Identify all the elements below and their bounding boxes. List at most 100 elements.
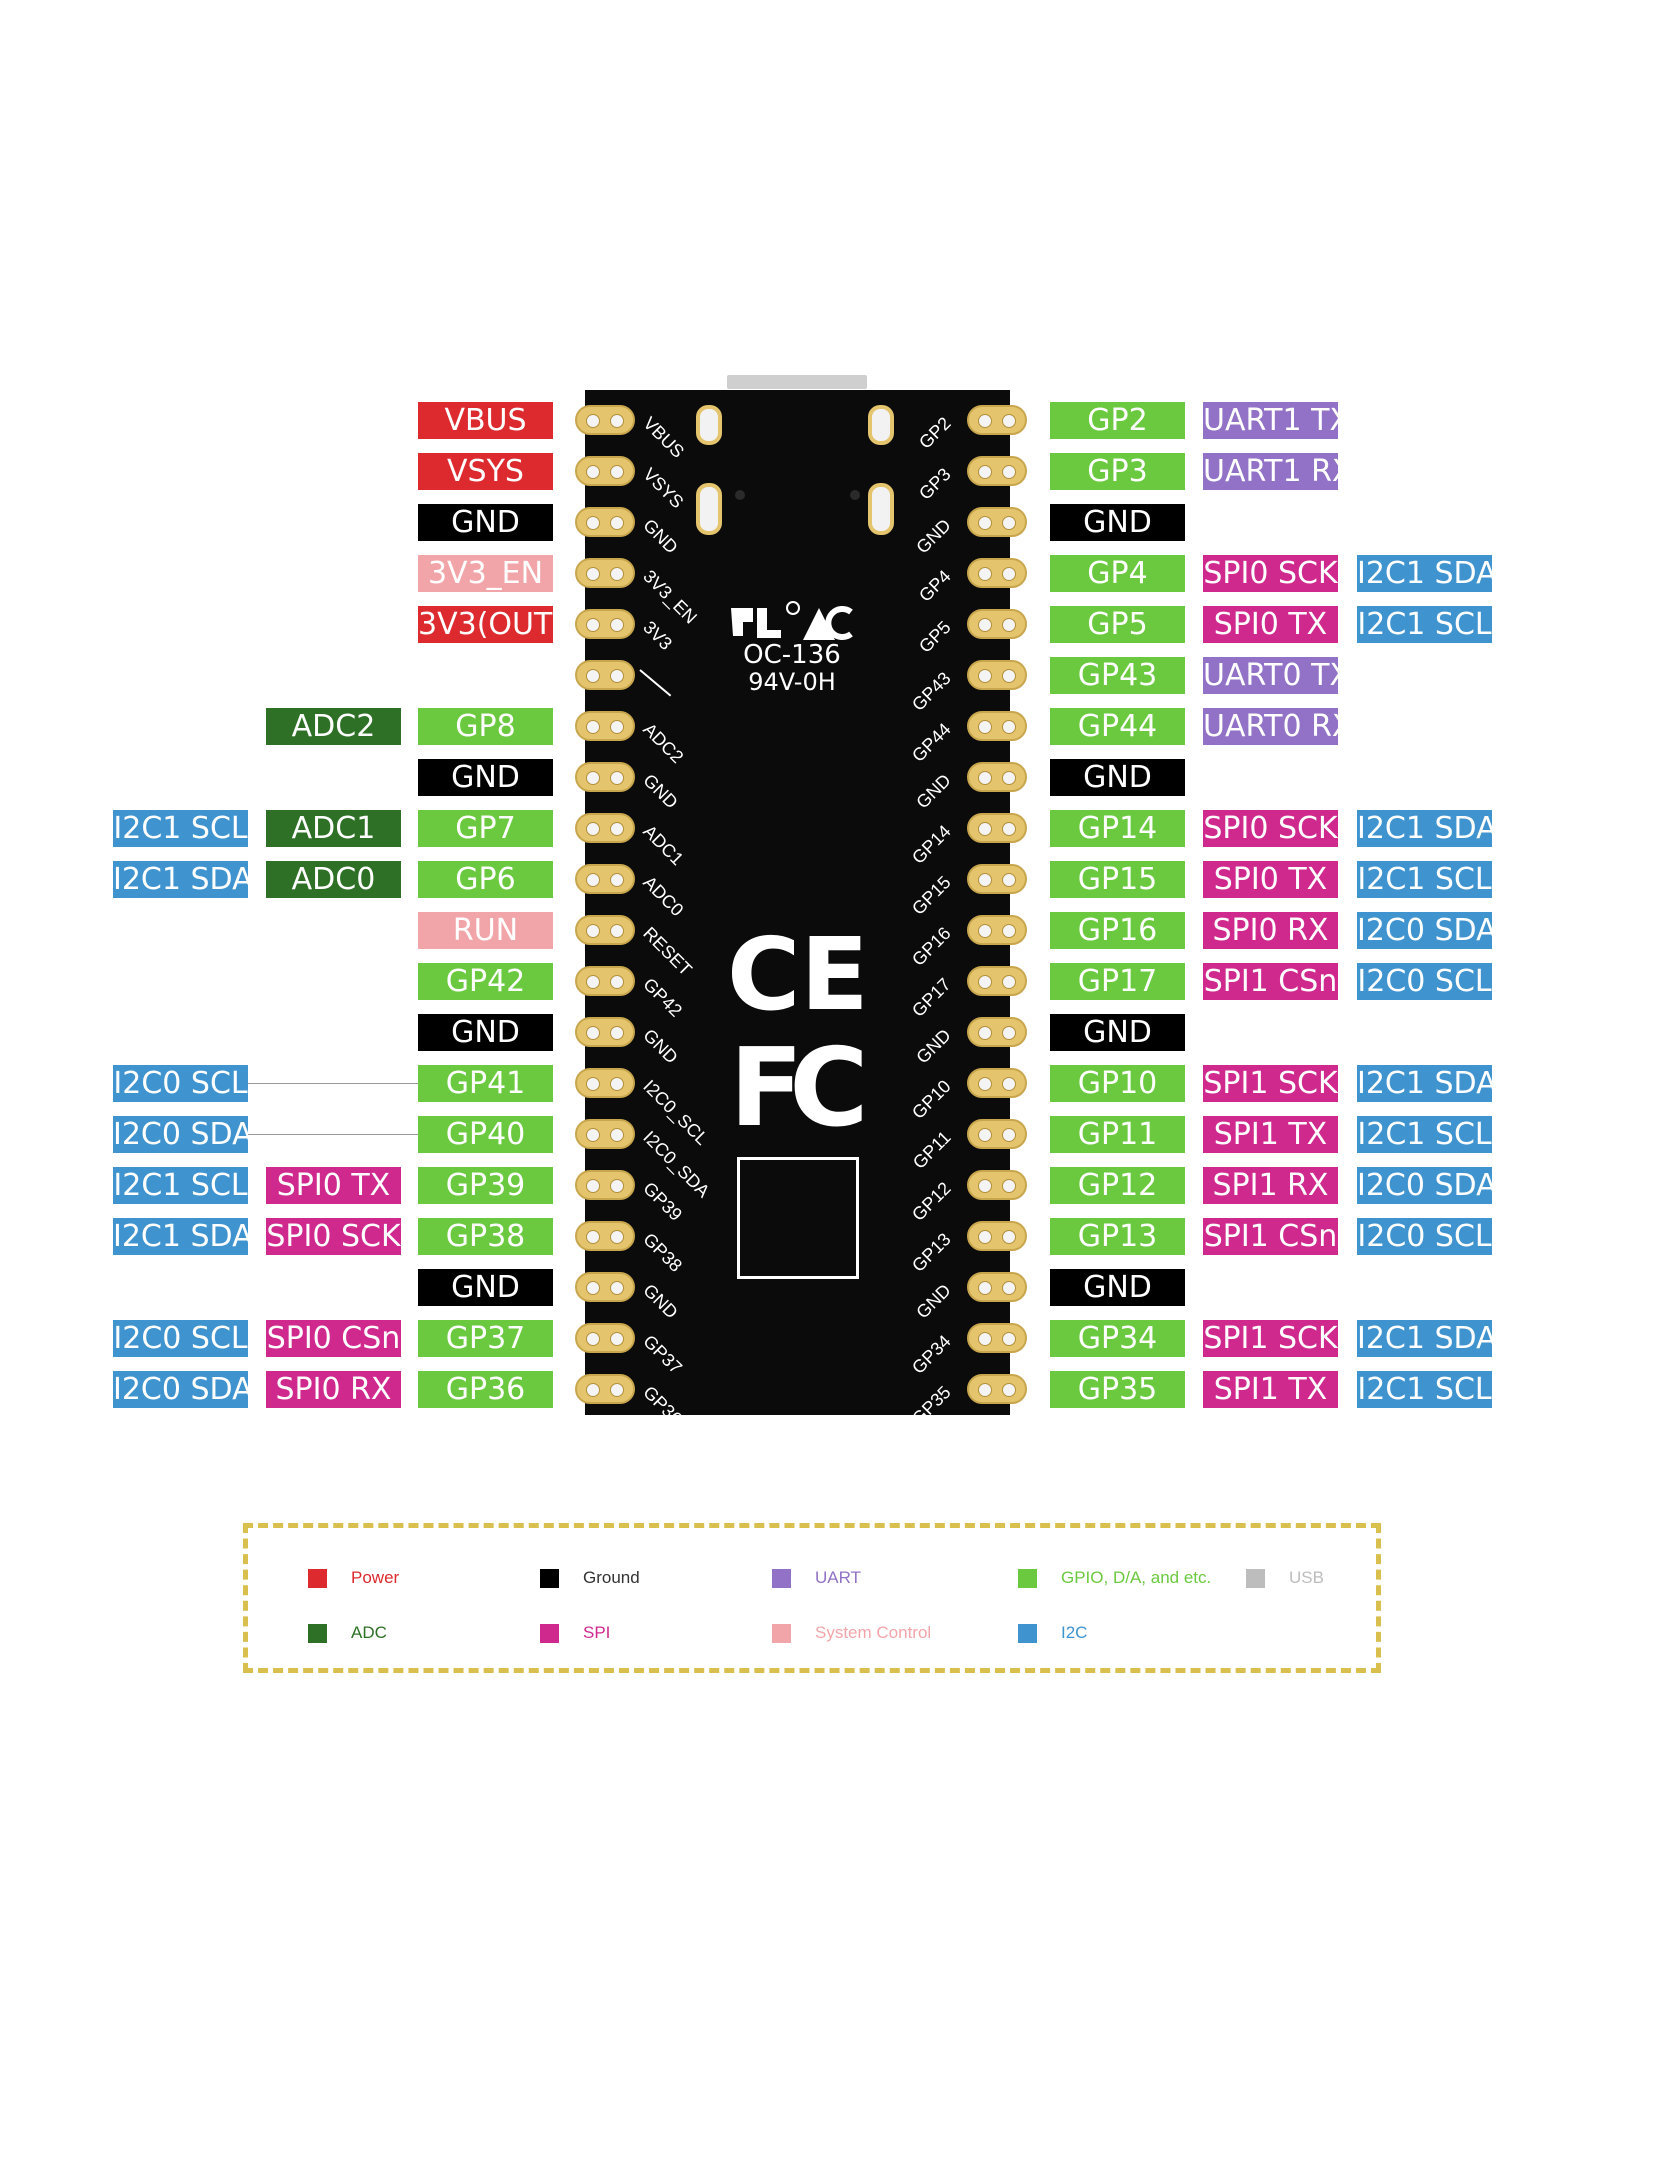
- pin-pad-right-16[interactable]: [967, 1170, 1027, 1200]
- pin-pad-right-9[interactable]: [967, 813, 1027, 843]
- pin-pad-left-3[interactable]: [575, 507, 635, 537]
- pin-label-gp17: GP17: [1050, 963, 1185, 1000]
- pin-pad-right-6[interactable]: [967, 660, 1027, 690]
- pin-label-3v3-out: 3V3(OUT): [418, 606, 553, 643]
- pin-label-gp7: GP7: [418, 810, 553, 847]
- pin-label-gp4: GP4: [1050, 555, 1185, 592]
- pin-pad-left-14[interactable]: [575, 1068, 635, 1098]
- mount-slot-right: [868, 483, 894, 535]
- alt-label-i2c0-scl: I2C0 SCL: [113, 1065, 248, 1102]
- blank-marking-box: [737, 1157, 859, 1279]
- alt-label-spi1-csn: SPI1 CSn: [1203, 1218, 1338, 1255]
- pin-label-gp10: GP10: [1050, 1065, 1185, 1102]
- alt-label-adc0: ADC0: [266, 861, 401, 898]
- pin-pad-left-18[interactable]: [575, 1272, 635, 1302]
- pin-label-gp14: GP14: [1050, 810, 1185, 847]
- alt-label-uart1-rx: UART1 RX: [1203, 453, 1338, 490]
- alt-label-i2c0-sda: I2C0 SDA: [1357, 1167, 1492, 1204]
- pin-label-gp42: GP42: [418, 963, 553, 1000]
- pin-label-gp37: GP37: [418, 1320, 553, 1357]
- pin-label-gp40: GP40: [418, 1116, 553, 1153]
- pin-pad-left-8[interactable]: [575, 762, 635, 792]
- pin-label-run: RUN: [418, 912, 553, 949]
- pin-pad-right-5[interactable]: [967, 609, 1027, 639]
- pin-pad-left-6[interactable]: [575, 660, 635, 690]
- legend-item-spi: SPI: [540, 1623, 610, 1643]
- pin-pad-right-13[interactable]: [967, 1017, 1027, 1047]
- pin-label-gp38: GP38: [418, 1218, 553, 1255]
- pin-pad-left-20[interactable]: [575, 1374, 635, 1404]
- pin-pad-right-4[interactable]: [967, 558, 1027, 588]
- pin-label-gp6: GP6: [418, 861, 553, 898]
- legend-swatch: [1018, 1623, 1037, 1643]
- legend-swatch: [772, 1568, 791, 1588]
- pin-label-gp35: GP35: [1050, 1371, 1185, 1408]
- pin-label-gp36: GP36: [418, 1371, 553, 1408]
- usb-connector: [727, 375, 867, 389]
- pin-pad-right-12[interactable]: [967, 966, 1027, 996]
- alt-label-i2c1-scl: I2C1 SCL: [113, 1167, 248, 1204]
- pin-label-gnd: GND: [418, 759, 553, 796]
- pin-pad-left-10[interactable]: [575, 864, 635, 894]
- pcb-board: [585, 390, 1010, 1415]
- pin-label-gp39: GP39: [418, 1167, 553, 1204]
- alt-label-spi1-csn: SPI1 CSn: [1203, 963, 1338, 1000]
- pin-pad-left-11[interactable]: [575, 915, 635, 945]
- pin-pad-right-14[interactable]: [967, 1068, 1027, 1098]
- alt-label-i2c1-scl: I2C1 SCL: [113, 810, 248, 847]
- pin-label-gp43: GP43: [1050, 657, 1185, 694]
- pin-pad-left-15[interactable]: [575, 1119, 635, 1149]
- pin-pad-left-12[interactable]: [575, 966, 635, 996]
- alt-label-spi1-sck: SPI1 SCK: [1203, 1320, 1338, 1357]
- alt-label-spi1-rx: SPI1 RX: [1203, 1167, 1338, 1204]
- legend-item-usb: USB: [1246, 1568, 1324, 1588]
- alt-label-i2c1-scl: I2C1 SCL: [1357, 1371, 1492, 1408]
- alt-label-i2c1-scl: I2C1 SCL: [1357, 1116, 1492, 1153]
- alt-label-spi0-tx: SPI0 TX: [266, 1167, 401, 1204]
- legend-item-system-control: System Control: [772, 1623, 931, 1643]
- pin-label-gp12: GP12: [1050, 1167, 1185, 1204]
- legend-item-i2c: I2C: [1018, 1623, 1087, 1643]
- legend-swatch: [308, 1623, 327, 1643]
- pin-label-gp13: GP13: [1050, 1218, 1185, 1255]
- pin-pad-right-20[interactable]: [967, 1374, 1027, 1404]
- pin-pad-right-2[interactable]: [967, 456, 1027, 486]
- pin-label-gp8: GP8: [418, 708, 553, 745]
- fiducial-right: [850, 490, 860, 500]
- alt-label-uart0-tx: UART0 TX: [1203, 657, 1338, 694]
- pin-pad-left-17[interactable]: [575, 1221, 635, 1251]
- pin-pad-right-11[interactable]: [967, 915, 1027, 945]
- pin-pad-left-19[interactable]: [575, 1323, 635, 1353]
- legend-label: I2C: [1061, 1623, 1088, 1642]
- pin-pad-left-16[interactable]: [575, 1170, 635, 1200]
- pin-label-gp3: GP3: [1050, 453, 1185, 490]
- pin-pad-right-19[interactable]: [967, 1323, 1027, 1353]
- pin-pad-right-17[interactable]: [967, 1221, 1027, 1251]
- pin-pad-left-5[interactable]: [575, 609, 635, 639]
- pin-pad-right-3[interactable]: [967, 507, 1027, 537]
- pin-pad-right-18[interactable]: [967, 1272, 1027, 1302]
- pin-pad-right-8[interactable]: [967, 762, 1027, 792]
- alt-label-spi0-tx: SPI0 TX: [1203, 861, 1338, 898]
- pin-label-gp41: GP41: [418, 1065, 553, 1102]
- alt-label-spi0-rx: SPI0 RX: [266, 1371, 401, 1408]
- pin-pad-left-1[interactable]: [575, 405, 635, 435]
- legend-item-power: Power: [308, 1568, 399, 1588]
- pin-pad-left-7[interactable]: [575, 711, 635, 741]
- alt-label-i2c0-sda: I2C0 SDA: [1357, 912, 1492, 949]
- alt-label-i2c0-sda: I2C0 SDA: [113, 1116, 248, 1153]
- pin-pad-left-13[interactable]: [575, 1017, 635, 1047]
- pin-pad-left-9[interactable]: [575, 813, 635, 843]
- pin-label-vbus: VBUS: [418, 402, 553, 439]
- pin-pad-right-1[interactable]: [967, 405, 1027, 435]
- pin-pad-left-4[interactable]: [575, 558, 635, 588]
- cert-code: OC-136: [743, 640, 841, 670]
- pin-label-gp5: GP5: [1050, 606, 1185, 643]
- pin-pad-right-10[interactable]: [967, 864, 1027, 894]
- alt-label-i2c0-scl: I2C0 SCL: [1357, 963, 1492, 1000]
- pin-label-gnd: GND: [418, 1014, 553, 1051]
- pin-pad-left-2[interactable]: [575, 456, 635, 486]
- pin-pad-right-7[interactable]: [967, 711, 1027, 741]
- alt-label-i2c1-scl: I2C1 SCL: [1357, 861, 1492, 898]
- pin-pad-right-15[interactable]: [967, 1119, 1027, 1149]
